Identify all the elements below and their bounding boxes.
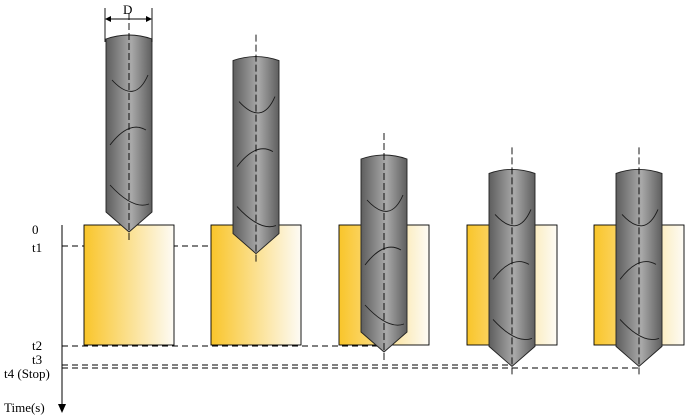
tick-label-t1: t1 (32, 240, 42, 255)
time-axis-arrow (58, 404, 66, 413)
drill-flute (492, 261, 530, 280)
drill-flute (236, 206, 277, 228)
diameter-label: D (123, 2, 132, 17)
drilling-stages (83, 13, 685, 375)
stage-5 (593, 147, 685, 375)
tick-label-t4-stop: t4 (Stop) (4, 366, 50, 381)
drill-flute (366, 194, 404, 212)
stage-4 (466, 147, 558, 375)
drill-flute (238, 96, 276, 114)
stage-3 (338, 133, 430, 360)
tick-label-t2: t2 (32, 338, 42, 353)
drill-flute (236, 148, 274, 167)
workpiece-block (83, 224, 175, 346)
drill-flute (109, 184, 150, 206)
time-axis-label: Time(s) (4, 400, 45, 415)
drill-flute (621, 209, 659, 227)
drill-flute (619, 319, 660, 340)
time-axis: Time(s) 0 t1 t2 t3 t4 (Stop) (4, 222, 66, 415)
stage-2 (210, 34, 302, 346)
drill-flute (492, 319, 533, 340)
stage-1 (83, 13, 175, 346)
drill-flute (619, 261, 657, 280)
tick-label-0: 0 (32, 222, 39, 237)
diameter-dimension: D (104, 2, 153, 42)
drill-flute (364, 304, 405, 326)
drill-flute (494, 209, 532, 227)
drill-flute (109, 126, 147, 146)
tick-label-t3: t3 (32, 352, 42, 367)
drill-flute (364, 246, 402, 266)
drill-flute (111, 74, 149, 92)
